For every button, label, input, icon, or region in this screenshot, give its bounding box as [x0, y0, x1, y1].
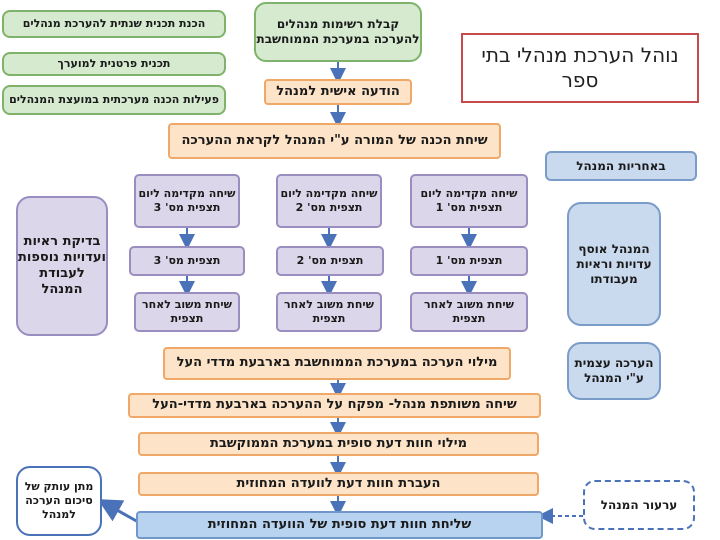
additional-evidence-box: בדיקת ראיות ועדויות נוספות לעבודת המנהל	[16, 196, 108, 336]
observation-2-box: תצפית מס' 2	[276, 246, 384, 276]
annual-plan-box: הכנת תכנית שנתית להערכת מנהלים	[2, 10, 226, 38]
arrow-to-copy	[97, 499, 141, 525]
principal-responsibility-box: באחריות המנהל	[545, 151, 697, 181]
joint-talk-box: שיחה משותפת מנהל- מפקח על ההערכה בארבעת …	[128, 393, 541, 418]
pre-observation-1-box: שיחה מקדימה ליום תצפית מס' 1	[410, 174, 528, 228]
principal-collects-evidence-box: המנהל אוסף עדויות וראיות מעבודתו	[567, 202, 661, 326]
council-activity-box: פעילות הכנה מערכתית במועצת המנהלים	[2, 85, 226, 115]
copy-summary-box: מתן עותק של סיכום הערכה למנהל	[16, 466, 102, 536]
pre-observation-3-box: שיחה מקדימה ליום תצפית מס' 3	[134, 174, 240, 228]
fill-evaluation-box: מילוי הערכה במערכת הממוחשבת בארבעת מדדי …	[163, 347, 511, 380]
feedback-1-box: שיחת משוב לאחר תצפית	[410, 292, 528, 332]
feedback-2-box: שיחת משוב לאחר תצפית	[276, 292, 382, 332]
page-title: נוהל הערכת מנהלי בתי ספר	[461, 33, 699, 103]
individual-plan-box: תכנית פרטנית למוערך	[2, 52, 226, 76]
receive-list-box: קבלת רשימות מנהלים להערכה במערכת הממוחשב…	[254, 2, 422, 62]
personal-notice-box: הודעה אישית למנהל	[264, 79, 412, 105]
pre-observation-2-box: שיחה מקדימה ליום תצפית מס' 2	[276, 174, 382, 228]
prep-talk-box: שיחת הכנה של המורה ע"י המנהל לקראת ההערכ…	[168, 123, 501, 159]
send-final-opinion-box: שליחת חוות דעת סופית של הוועדה המחוזית	[136, 511, 543, 539]
appeal-box: ערעור המנהל	[583, 480, 695, 530]
observation-1-box: תצפית מס' 1	[410, 246, 528, 276]
feedback-3-box: שיחת משוב לאחר תצפית	[134, 292, 240, 332]
self-evaluation-box: הערכה עצמית ע"י המנהל	[567, 342, 661, 400]
observation-3-box: תצפית מס' 3	[129, 246, 245, 276]
transfer-opinion-box: העברת חוות דעת לוועדה המחוזית	[138, 472, 539, 496]
final-opinion-box: מילוי חוות דעת סופית במערכת הממוקשבת	[138, 432, 539, 456]
